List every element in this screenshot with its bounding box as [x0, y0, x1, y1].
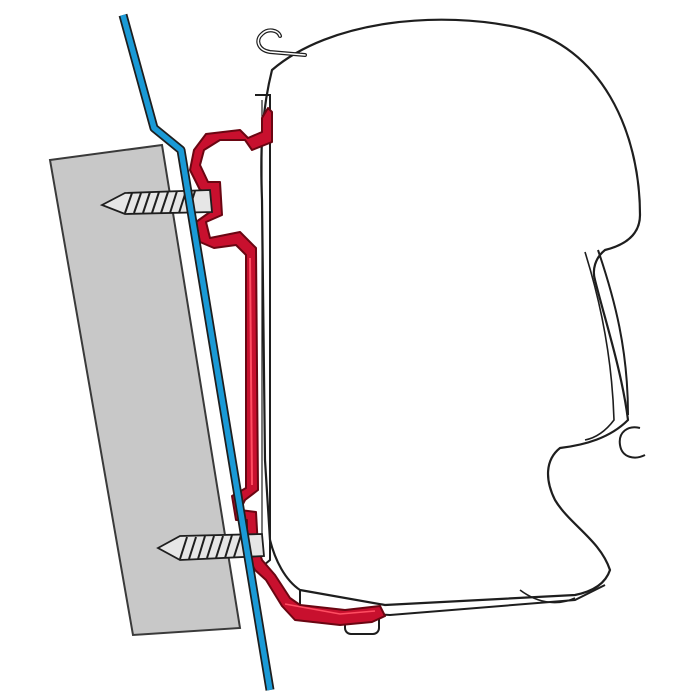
adapter-bracket-lower-foot-highlight: [284, 603, 376, 615]
awning-body-outline: [260, 18, 642, 607]
awning-bottom-lip: [299, 584, 606, 617]
awning-end-cap-curve: [597, 249, 629, 416]
vehicle-wall: [118, 13, 275, 691]
lower-screw-threads: [179, 534, 242, 560]
adapter-bracket-highlight: [249, 257, 253, 486]
awning-bottom-detail: [519, 589, 576, 604]
top-hook-inner: [257, 29, 306, 56]
vehicle-wall-fill: [120, 14, 273, 691]
awning-housing: [255, 18, 646, 635]
awning-end-cap-inner: [584, 251, 615, 441]
lower-screw: [156, 533, 265, 561]
wall-panel: [48, 143, 242, 637]
awning-notch: [618, 426, 646, 459]
